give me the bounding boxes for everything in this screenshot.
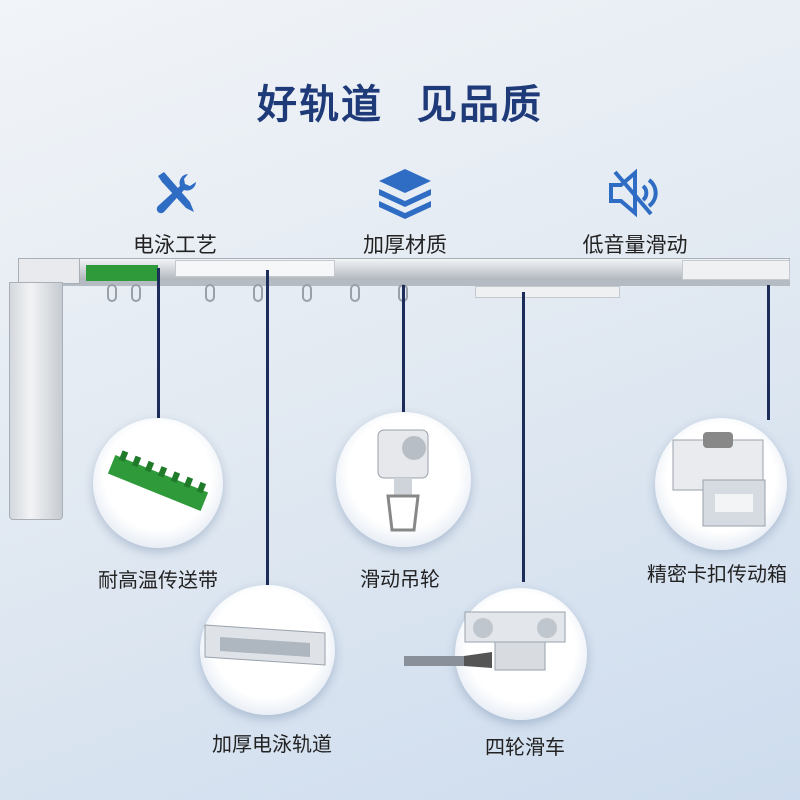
layers-icon xyxy=(305,165,505,221)
connector-line xyxy=(402,285,405,413)
motor-cap xyxy=(18,258,80,284)
feature-electrophoresis: 电泳工艺 xyxy=(75,165,275,259)
tools-icon xyxy=(75,165,275,221)
track-end-plate xyxy=(682,260,790,280)
track-detail-image xyxy=(200,585,335,715)
mute-speaker-icon xyxy=(535,165,735,221)
hook xyxy=(302,284,312,302)
pulley-detail-image xyxy=(336,412,471,547)
component-label: 耐高温传送带 xyxy=(98,568,218,592)
component-label: 滑动吊轮 xyxy=(360,567,440,591)
track-lower-edge xyxy=(60,280,790,286)
connector-line xyxy=(767,285,770,420)
page-title: 好轨道 见品质 xyxy=(257,82,543,128)
hook xyxy=(107,284,117,302)
trolley-detail-image xyxy=(455,588,587,720)
motor-unit xyxy=(9,282,63,520)
hook xyxy=(131,284,141,302)
connector-line xyxy=(266,270,269,585)
trolley-arm xyxy=(404,652,492,668)
component-label: 加厚电泳轨道 xyxy=(212,732,332,756)
component-label: 四轮滑车 xyxy=(485,735,565,759)
belt-detail-image xyxy=(93,418,223,548)
gearbox-detail-image xyxy=(655,418,787,550)
hook xyxy=(205,284,215,302)
feature-label: 电泳工艺 xyxy=(133,233,217,257)
feature-label: 低音量滑动 xyxy=(582,233,688,257)
feature-label: 加厚材质 xyxy=(363,233,447,257)
hook xyxy=(253,284,263,302)
connector-line xyxy=(522,292,525,582)
component-label: 精密卡扣传动箱 xyxy=(647,562,787,586)
feature-low-noise: 低音量滑动 xyxy=(535,165,735,259)
carriage-arm xyxy=(475,286,620,298)
track-plate xyxy=(175,260,335,277)
feature-thick-material: 加厚材质 xyxy=(305,165,505,259)
connector-line xyxy=(157,268,160,418)
hook xyxy=(350,284,360,302)
green-belt xyxy=(86,265,158,281)
